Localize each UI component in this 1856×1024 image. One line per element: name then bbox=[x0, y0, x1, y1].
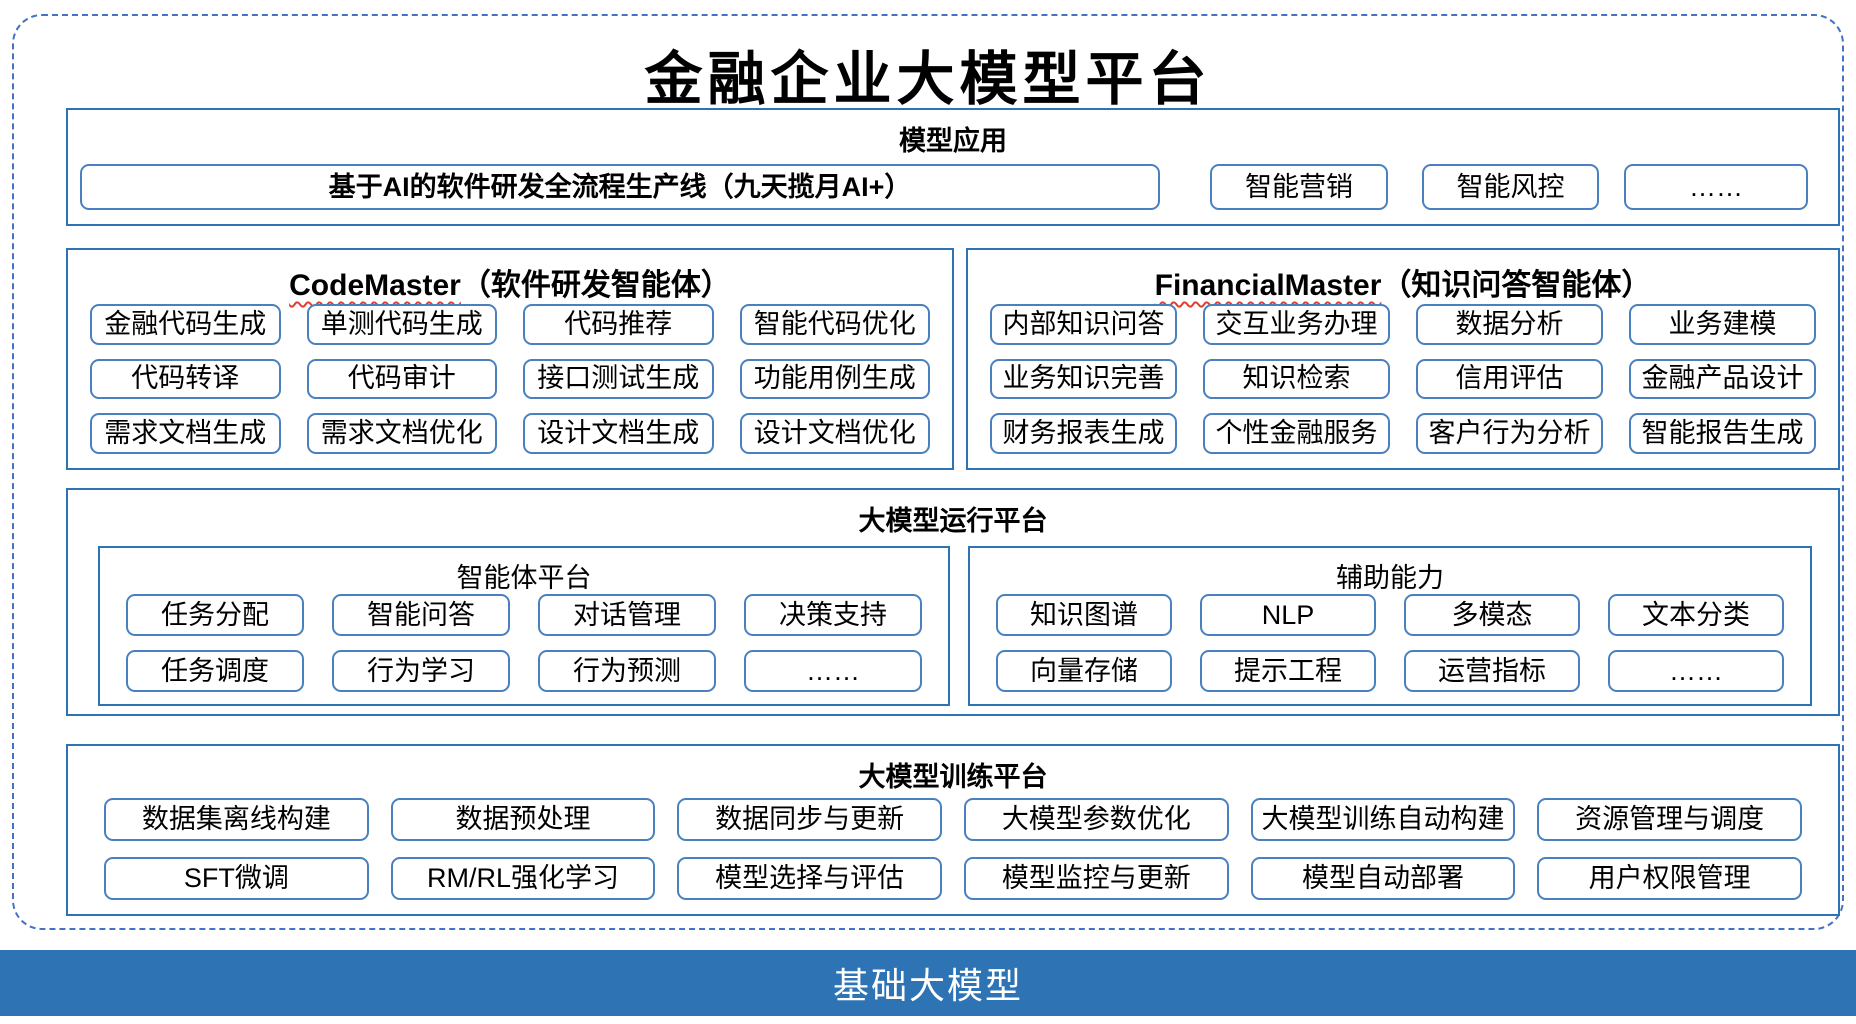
aux-ability-item-ellipsis: …… bbox=[1608, 650, 1784, 692]
training-item: 数据同步与更新 bbox=[677, 798, 942, 841]
training-item: 资源管理与调度 bbox=[1537, 798, 1802, 841]
financialmaster-item: 业务知识完善 bbox=[990, 358, 1177, 400]
codemaster-header-en: CodeMaster bbox=[289, 269, 461, 302]
financialmaster-header-en: FinancialMaster bbox=[1154, 269, 1382, 302]
training-item: 数据预处理 bbox=[390, 798, 656, 841]
financialmaster-item: 信用评估 bbox=[1416, 358, 1603, 400]
financialmaster-header-zh: （知识问答智能体） bbox=[1381, 269, 1652, 302]
codemaster-item: 设计文档优化 bbox=[739, 413, 930, 454]
agent-platform-item: 智能问答 bbox=[332, 594, 510, 636]
aux-ability-item: 运营指标 bbox=[1404, 650, 1580, 692]
agent-platform-item: 决策支持 bbox=[744, 594, 922, 636]
training-platform-header: 大模型训练平台 bbox=[858, 762, 1048, 792]
aux-ability-item: 知识图谱 bbox=[996, 594, 1172, 636]
financialmaster-item: 财务报表生成 bbox=[990, 413, 1177, 454]
financialmaster-item: 数据分析 bbox=[1416, 304, 1603, 345]
section-model-applications-header: 模型应用 bbox=[899, 126, 1007, 156]
codemaster-header-zh: （软件研发智能体） bbox=[460, 269, 731, 302]
codemaster-item: 代码审计 bbox=[306, 358, 497, 400]
aux-ability-header: 辅助能力 bbox=[1336, 563, 1444, 593]
outer-dashed-border bbox=[12, 14, 1844, 930]
runtime-platform-header: 大模型运行平台 bbox=[858, 506, 1048, 536]
agent-platform-item: 行为预测 bbox=[538, 650, 716, 692]
training-item: 模型选择与评估 bbox=[677, 857, 942, 900]
section-codemaster: CodeMaster（软件研发智能体） 金融代码生成 单测代码生成 代码推荐 智… bbox=[66, 248, 954, 470]
financialmaster-item: 智能报告生成 bbox=[1629, 413, 1816, 454]
section-training-platform: 大模型训练平台 数据集离线构建 数据预处理 数据同步与更新 大模型参数优化 大模… bbox=[66, 744, 1840, 916]
training-item: 数据集离线构建 bbox=[104, 798, 369, 841]
financialmaster-header: FinancialMaster（知识问答智能体） bbox=[968, 260, 1838, 304]
aux-ability-item: NLP bbox=[1200, 594, 1376, 636]
aux-ability-item: 提示工程 bbox=[1200, 650, 1376, 692]
codemaster-grid: 金融代码生成 单测代码生成 代码推荐 智能代码优化 代码转译 代码审计 接口测试… bbox=[90, 304, 930, 454]
section-financialmaster: FinancialMaster（知识问答智能体） 内部知识问答 交互业务办理 数… bbox=[966, 248, 1840, 470]
codemaster-header: CodeMaster（软件研发智能体） bbox=[68, 260, 952, 304]
aux-ability-item: 向量存储 bbox=[996, 650, 1172, 692]
financialmaster-item: 客户行为分析 bbox=[1416, 413, 1603, 454]
codemaster-item: 代码转译 bbox=[90, 358, 281, 400]
subsection-aux-ability: 辅助能力 知识图谱 NLP 多模态 文本分类 向量存储 提示工程 运营指标 …… bbox=[968, 546, 1812, 706]
codemaster-item: 需求文档优化 bbox=[306, 413, 497, 454]
codemaster-item: 接口测试生成 bbox=[523, 358, 714, 400]
codemaster-item: 代码推荐 bbox=[523, 304, 714, 345]
page-title: 金融企业大模型平台 bbox=[644, 45, 1212, 113]
codemaster-item: 功能用例生成 bbox=[739, 358, 930, 400]
aux-ability-grid: 知识图谱 NLP 多模态 文本分类 向量存储 提示工程 运营指标 …… bbox=[996, 594, 1784, 692]
agent-platform-header: 智能体平台 bbox=[456, 563, 592, 593]
financialmaster-item: 内部知识问答 bbox=[990, 304, 1177, 345]
codemaster-item: 需求文档生成 bbox=[90, 413, 281, 454]
aux-ability-item: 文本分类 bbox=[1608, 594, 1784, 636]
agent-platform-item: 对话管理 bbox=[538, 594, 716, 636]
financialmaster-item: 个性金融服务 bbox=[1203, 413, 1390, 454]
training-item: 模型自动部署 bbox=[1250, 857, 1516, 900]
financialmaster-item: 知识检索 bbox=[1203, 358, 1390, 400]
training-item: 大模型参数优化 bbox=[963, 798, 1229, 841]
codemaster-item: 设计文档生成 bbox=[523, 413, 714, 454]
model-app-item-ellipsis: …… bbox=[1624, 164, 1808, 210]
aux-ability-item: 多模态 bbox=[1404, 594, 1580, 636]
foundation-model-bar: 基础大模型 bbox=[0, 950, 1856, 1016]
codemaster-item: 金融代码生成 bbox=[90, 304, 281, 345]
model-app-item: 智能营销 bbox=[1210, 164, 1388, 210]
agent-platform-item: 行为学习 bbox=[332, 650, 510, 692]
agent-platform-item-ellipsis: …… bbox=[744, 650, 922, 692]
financialmaster-grid: 内部知识问答 交互业务办理 数据分析 业务建模 业务知识完善 知识检索 信用评估… bbox=[990, 304, 1816, 454]
agent-platform-grid: 任务分配 智能问答 对话管理 决策支持 任务调度 行为学习 行为预测 …… bbox=[126, 594, 922, 692]
training-item: RM/RL强化学习 bbox=[390, 857, 656, 900]
subsection-agent-platform: 智能体平台 任务分配 智能问答 对话管理 决策支持 任务调度 行为学习 行为预测… bbox=[98, 546, 950, 706]
training-item: 模型监控与更新 bbox=[963, 857, 1229, 900]
codemaster-item: 单测代码生成 bbox=[306, 304, 497, 345]
training-item: 大模型训练自动构建 bbox=[1250, 798, 1516, 841]
codemaster-item: 智能代码优化 bbox=[739, 304, 930, 345]
agent-platform-item: 任务调度 bbox=[126, 650, 304, 692]
section-runtime-platform: 大模型运行平台 智能体平台 任务分配 智能问答 对话管理 决策支持 任务调度 行… bbox=[66, 488, 1840, 716]
section-model-applications: 模型应用 基于AI的软件研发全流程生产线（九天揽月AI+） 智能营销 智能风控 … bbox=[66, 108, 1840, 226]
training-item: SFT微调 bbox=[104, 857, 369, 900]
agent-platform-item: 任务分配 bbox=[126, 594, 304, 636]
model-app-item: 智能风控 bbox=[1422, 164, 1599, 210]
financialmaster-item: 业务建模 bbox=[1629, 304, 1816, 345]
training-platform-grid: 数据集离线构建 数据预处理 数据同步与更新 大模型参数优化 大模型训练自动构建 … bbox=[104, 798, 1802, 900]
model-app-main-item: 基于AI的软件研发全流程生产线（九天揽月AI+） bbox=[80, 164, 1160, 210]
training-item: 用户权限管理 bbox=[1537, 857, 1802, 900]
financialmaster-item: 金融产品设计 bbox=[1629, 358, 1816, 400]
financialmaster-item: 交互业务办理 bbox=[1203, 304, 1390, 345]
